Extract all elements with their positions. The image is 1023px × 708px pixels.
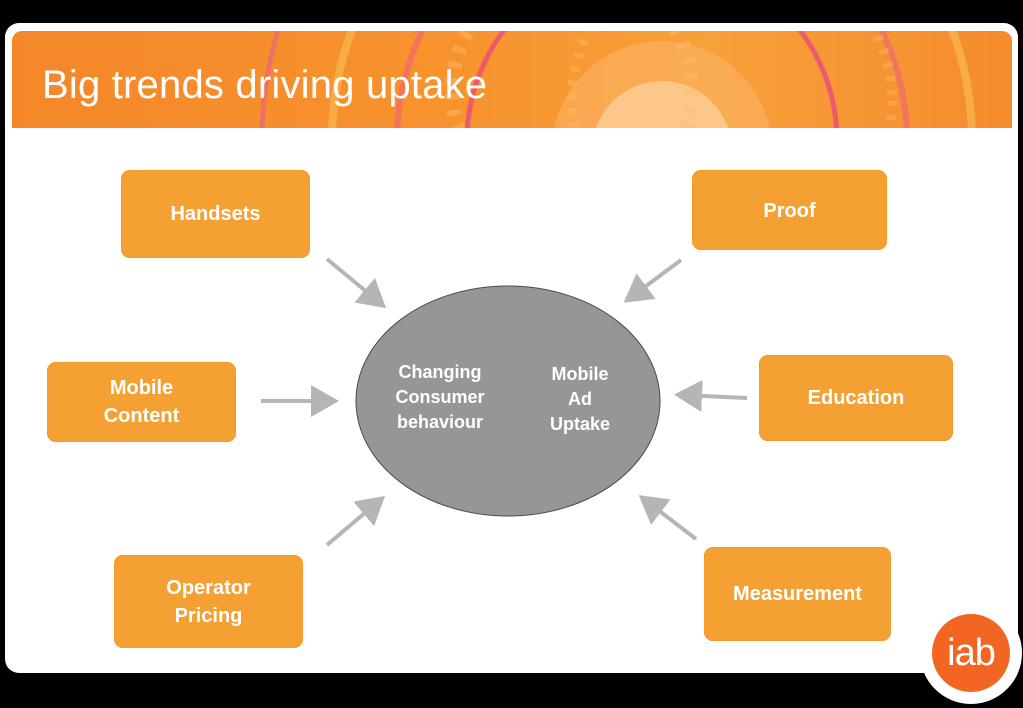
iab-logo-text: iab (947, 631, 996, 674)
node-handsets-label: Handsets (170, 203, 261, 225)
arrow-operator-pricing (325, 495, 386, 547)
slide-title: Big trends driving uptake (42, 63, 488, 107)
node-operator-pricing: Operator Pricing (114, 555, 303, 648)
node-education: Education (759, 355, 953, 441)
node-measurement: Measurement (704, 547, 891, 641)
arrow-education (674, 379, 748, 412)
node-proof-label: Proof (763, 200, 816, 222)
node-education-label: Education (807, 387, 905, 409)
node-proof: Proof (692, 170, 887, 250)
hub-ellipse (355, 285, 661, 517)
banner-decoration (259, 31, 976, 128)
arrow-proof (623, 258, 683, 303)
node-operator-pricing-label: Operator Pricing (166, 576, 251, 627)
node-mobile-content: Mobile Content (47, 362, 236, 442)
node-handsets: Handsets (121, 170, 310, 258)
node-measurement-label: Measurement (733, 583, 862, 605)
arrow-measurement (638, 495, 698, 541)
arrow-handsets (325, 257, 387, 309)
hub-label-mobile-ad-uptake: Mobile Ad Uptake (549, 364, 611, 434)
title-banner: Big trends driving uptake (12, 31, 1012, 128)
hub-label-changing-consumer-behaviour: Changing Consumer behaviour (395, 362, 485, 432)
iab-logo: iab (932, 614, 1010, 692)
node-mobile-content-label: Mobile Content (103, 377, 180, 427)
